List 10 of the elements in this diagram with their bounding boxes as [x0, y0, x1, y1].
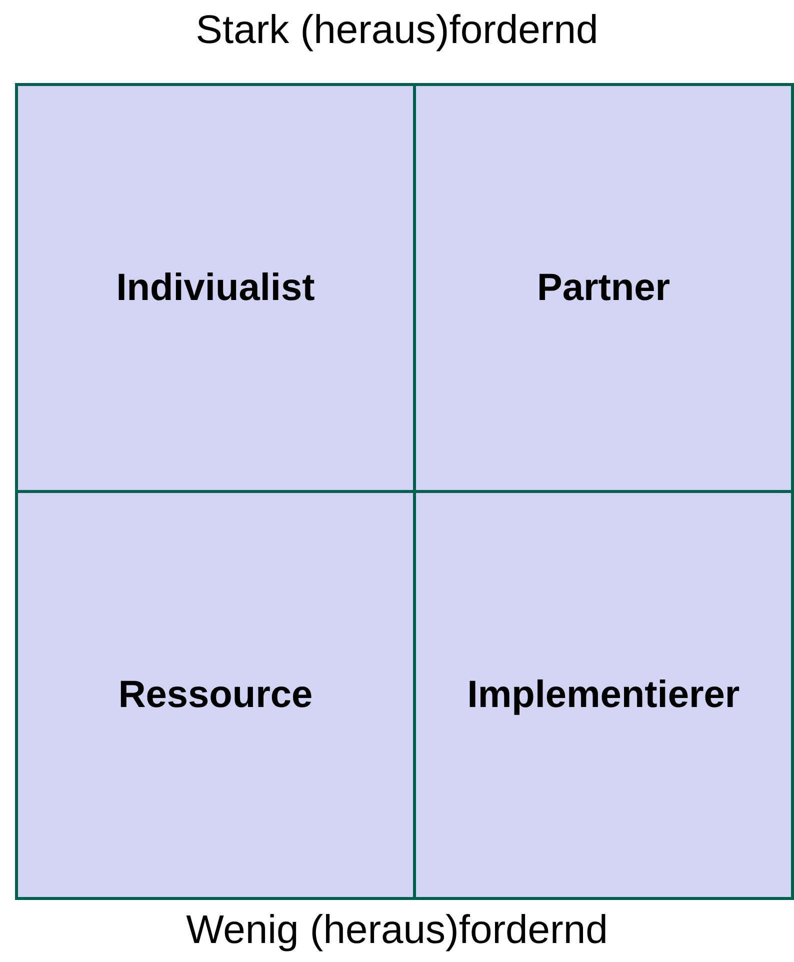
quadrant-cell — [15, 490, 416, 900]
quadrant-label: Implementierer — [467, 674, 740, 716]
quadrant-cell — [413, 83, 794, 493]
quadrant-label: Ressource — [118, 674, 313, 716]
quadrant-cell — [15, 83, 416, 493]
quadrant-label: Partner — [536, 266, 670, 310]
quadrant-label: Indiviualist — [116, 266, 315, 310]
axis-label: Wenig (heraus)fordernd — [186, 908, 608, 953]
quadrant-cell — [413, 490, 794, 900]
axis-label: Stark (heraus)fordernd — [196, 8, 598, 53]
